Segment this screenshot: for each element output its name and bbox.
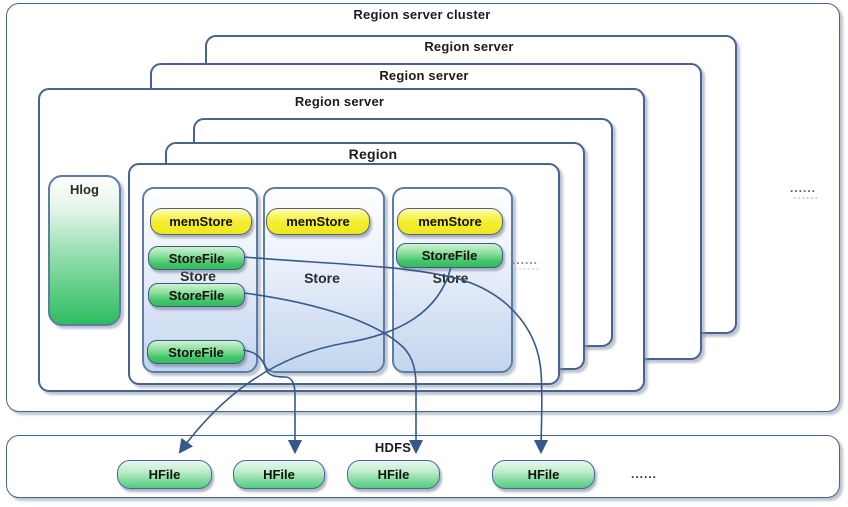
hfile-pill-3: HFile	[347, 460, 440, 489]
storefile-pill-1c: StoreFile	[147, 340, 245, 364]
region-title: Region	[348, 146, 398, 162]
region-server-title-middle: Region server	[379, 68, 469, 83]
hlog-label: Hlog	[70, 182, 99, 197]
storefile-pill-1a: StoreFile	[148, 246, 245, 270]
memstore-pill-3: memStore	[397, 208, 503, 235]
hfile-pill-1: HFile	[117, 460, 212, 489]
memstore-pill-2: memStore	[266, 208, 370, 235]
hlog-box: Hlog	[48, 175, 121, 326]
region-server-cluster-title: Region server cluster	[353, 7, 491, 22]
hdfs-ellipsis: ......	[631, 467, 658, 481]
region-server-title-back: Region server	[424, 39, 514, 54]
store-label-2: Store	[304, 270, 340, 286]
storefile-pill-1b: StoreFile	[148, 283, 245, 307]
hfile-pill-4: HFile	[492, 460, 595, 489]
store-label-3: Store	[432, 270, 469, 286]
hdfs-title: HDFS	[374, 440, 412, 455]
store-ellipsis: ......	[512, 253, 539, 267]
hfile-pill-2: HFile	[233, 460, 325, 489]
region-server-title-front: Region server	[294, 94, 385, 109]
store-label-1: Store	[180, 268, 216, 284]
memstore-pill-1: memStore	[150, 208, 252, 235]
cluster-ellipsis: ......	[790, 181, 817, 195]
storefile-pill-3a: StoreFile	[396, 243, 503, 268]
